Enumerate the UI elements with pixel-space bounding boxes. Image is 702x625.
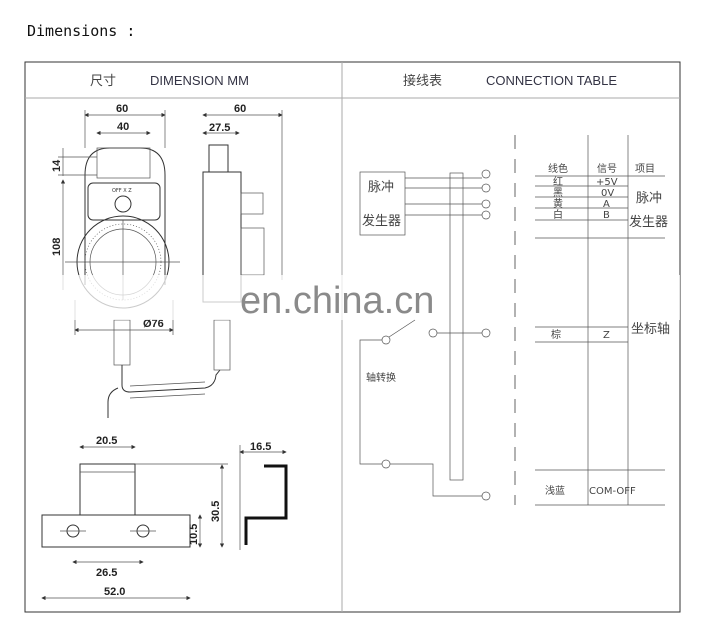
dim-wheel: Ø76: [143, 318, 164, 330]
row-color: 黑: [553, 187, 563, 199]
pulse-generator-label-1: 脉冲: [368, 180, 394, 195]
dimension-title-cn: 尺寸: [90, 74, 116, 89]
row-signal: +5V: [596, 177, 618, 188]
dim-top: 14: [51, 159, 63, 172]
dim-profile-width: 16.5: [250, 441, 271, 453]
common-row-color: 浅蓝: [545, 484, 565, 497]
row-signal: B: [603, 210, 610, 221]
caption: Dimensions :: [27, 22, 136, 40]
dim-base-height: 10.5: [188, 524, 200, 545]
frame: [24, 61, 681, 613]
row-color: 黄: [553, 197, 563, 210]
svg-text:OFF X Z: OFF X Z: [112, 188, 132, 194]
axis-switch-label: 轴转换: [366, 371, 396, 384]
group-label-1: 脉冲: [636, 191, 662, 206]
row-signal: 0V: [601, 188, 614, 199]
dim-base-width: 52.0: [104, 586, 125, 598]
side-view: 60 27.5: [202, 103, 283, 371]
front-view: OFF X Z 60 40 14 108 Ø76: [51, 103, 221, 418]
row-color: 白: [553, 208, 563, 221]
group-label-2: 发生器: [629, 214, 668, 230]
table-header-signal: 信号: [597, 163, 617, 175]
dim-handle: 40: [117, 121, 129, 133]
dim-hole-spacing: 26.5: [96, 567, 117, 579]
connection-title-cn: 接线表: [403, 73, 442, 89]
common-row-signal: COM-OFF: [589, 486, 636, 497]
dim-height: 108: [51, 238, 63, 256]
dimension-title-en: DIMENSION MM: [150, 73, 249, 88]
dim-bracket-height: 30.5: [210, 501, 222, 522]
row-color: 红: [553, 175, 563, 188]
wiring-diagram: 脉冲 发生器 轴转换: [359, 135, 516, 505]
axis-row-color: 棕: [551, 328, 561, 341]
connection-table: 线色 信号 项目 红 +5V 黑 0V 黄 A 白 B 脉冲 发生器 棕 Z 坐…: [535, 135, 670, 506]
table-header-color: 线色: [548, 162, 568, 175]
bracket-drawing: 20.5 26.5 52.0 30.5 10.5 16.5: [41, 435, 288, 601]
axis-row-signal: Z: [603, 330, 610, 341]
dim-side-body: 27.5: [209, 122, 230, 134]
dim-side-depth: 60: [234, 103, 246, 115]
watermark: en.china.cn: [240, 280, 434, 322]
dim-bracket-top: 20.5: [96, 435, 117, 447]
pulse-generator-label-2: 发生器: [362, 213, 401, 229]
table-header-item: 项目: [635, 163, 655, 175]
dim-front-width: 60: [116, 103, 128, 115]
axis-row-item: 坐标轴: [631, 322, 670, 337]
connection-title-en: CONNECTION TABLE: [486, 73, 617, 88]
row-signal: A: [603, 199, 610, 210]
